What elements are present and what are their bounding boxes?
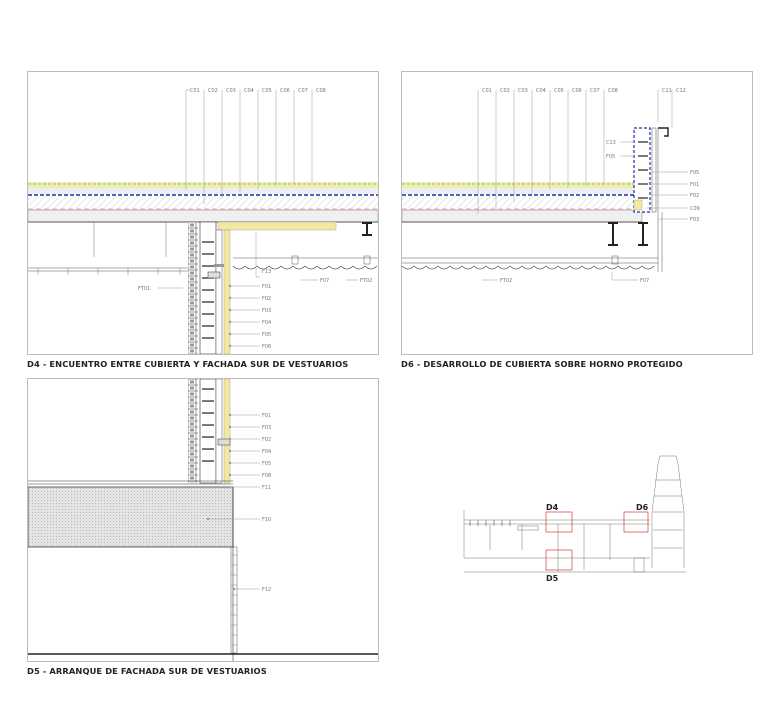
d4-label-f01: F01 [262, 284, 271, 290]
detail-d6-drawing: C01 C02 C03 C04 C05 C06 C07 C08 C11 C12 … [402, 88, 700, 284]
d6-label-f07: F07 [640, 278, 649, 284]
d6-label-c06: C06 [572, 88, 582, 94]
d4-label-f05: F05 [262, 332, 271, 338]
key-plan-box-d5 [545, 549, 573, 571]
d4-label-f02: F02 [262, 296, 271, 302]
key-plan-box-d6 [623, 511, 649, 533]
detail-d4-panel: C01 C02 C03 C04 C05 C06 C07 C08 [27, 71, 379, 355]
d4-label-c01: C01 [190, 88, 200, 94]
d6-label-f02: F02 [690, 193, 699, 199]
detail-d5-panel: F01 F03 F02 F04 F05 F08 F11 F10 F12 [27, 378, 379, 662]
key-plan: D4 D6 D5 [460, 450, 700, 590]
d6-label-f05: F05 [690, 170, 699, 176]
d5-label-f02: F02 [262, 437, 271, 443]
d4-label-f04: F04 [262, 320, 271, 326]
d6-label-c09: C09 [690, 206, 700, 212]
detail-d5-caption: D5 - ARRANQUE DE FACHADA SUR DE VESTUARI… [27, 666, 267, 676]
d6-label-c12: C12 [676, 88, 686, 94]
detail-d6-panel: C01 C02 C03 C04 C05 C06 C07 C08 C11 C12 … [401, 71, 753, 355]
d4-label-f13: F13 [262, 269, 271, 275]
d6-label-c03: C03 [518, 88, 528, 94]
key-plan-label-d5: D5 [546, 574, 559, 583]
detail-d4-drawing: C01 C02 C03 C04 C05 C06 C07 C08 [28, 88, 378, 354]
d6-label-c11: C11 [662, 88, 672, 94]
detail-d5-drawing: F01 F03 F02 F04 F05 F08 F11 F10 F12 [28, 379, 378, 661]
d5-label-f12: F12 [262, 587, 271, 593]
d5-label-f05: F05 [262, 461, 271, 467]
key-plan-label-d4: D4 [546, 503, 559, 512]
d4-label-f07: F07 [320, 278, 329, 284]
d4-label-c02: C02 [208, 88, 218, 94]
d6-label-c02: C02 [500, 88, 510, 94]
d6-label-f01: F01 [690, 182, 699, 188]
d4-label-ft01: FT01 [138, 286, 150, 292]
d5-label-f10: F10 [262, 517, 271, 523]
detail-d6-caption: D6 - DESARROLLO DE CUBIERTA SOBRE HORNO … [401, 359, 683, 369]
key-plan-label-d6: D6 [636, 503, 649, 512]
d6-label-c05: C05 [554, 88, 564, 94]
d4-label-c03: C03 [226, 88, 236, 94]
d6-label-c13: C13 [606, 140, 616, 146]
d6-label-ft02: FT02 [500, 278, 512, 284]
d5-label-f08: F08 [262, 473, 271, 479]
d6-label-c01: C01 [482, 88, 492, 94]
d4-label-c06: C06 [280, 88, 290, 94]
d5-label-f11: F11 [262, 485, 271, 491]
d6-label-c04: C04 [536, 88, 546, 94]
detail-d4-caption: D4 - ENCUENTRO ENTRE CUBIERTA Y FACHADA … [27, 359, 349, 369]
d4-label-c04: C04 [244, 88, 254, 94]
d4-label-f03: F03 [262, 308, 271, 314]
d4-label-c08: C08 [316, 88, 326, 94]
d4-label-f06: F06 [262, 344, 271, 350]
d5-label-f04: F04 [262, 449, 271, 455]
d6-label-f05-left: F05 [606, 154, 615, 160]
d5-label-f03: F03 [262, 425, 271, 431]
d5-label-f01: F01 [262, 413, 271, 419]
key-plan-box-d4 [545, 511, 573, 533]
d6-label-f03: F03 [690, 217, 699, 223]
d6-label-c08: C08 [608, 88, 618, 94]
d4-label-c05: C05 [262, 88, 272, 94]
d6-label-c07: C07 [590, 88, 600, 94]
d4-label-ft02: FT02 [360, 278, 372, 284]
d4-label-c07: C07 [298, 88, 308, 94]
